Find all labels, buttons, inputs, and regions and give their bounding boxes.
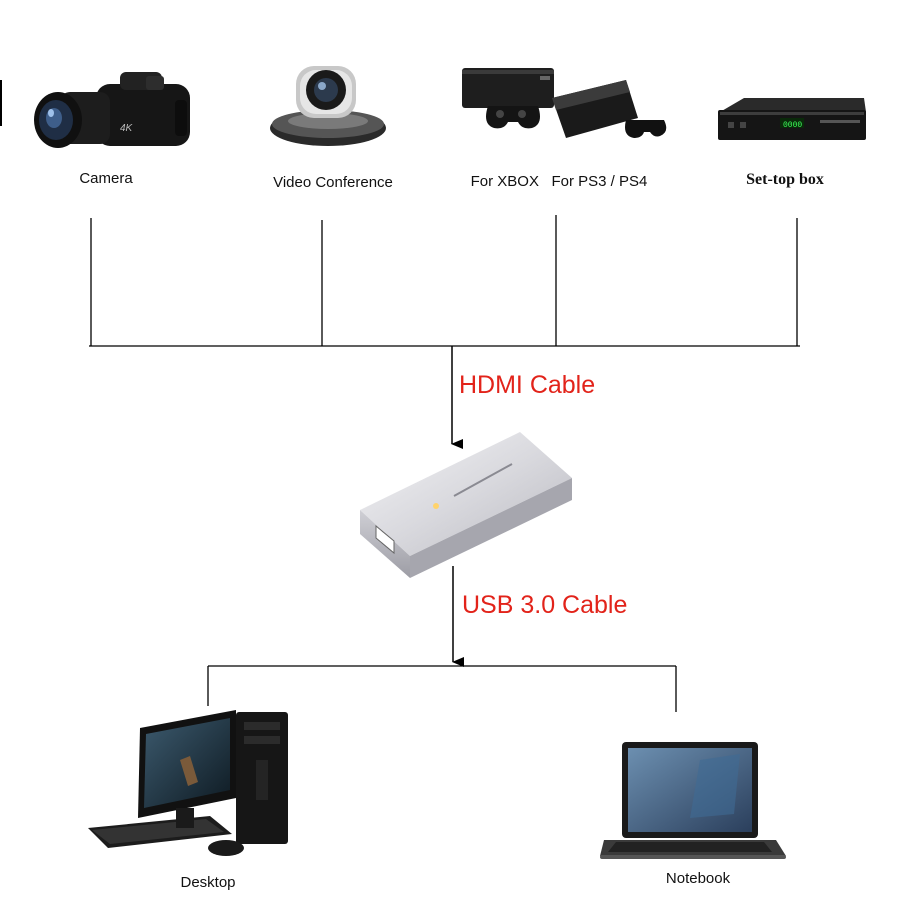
laptop-icon [600,742,786,859]
usb-cable-label: USB 3.0 Cable [462,591,627,620]
set-top-box-icon: 0000 [718,98,866,140]
target-bus [208,666,676,712]
camera-label: Camera [79,170,132,187]
video-conference-label: Video Conference [273,174,393,191]
capture-card-icon [360,432,572,578]
consoles-label: For XBOX For PS3 / PS4 [471,173,648,190]
desktop-label: Desktop [180,874,235,891]
game-console-icon [462,68,666,138]
camcorder-icon: 4K [34,72,190,148]
source-bus [89,215,800,346]
hdmi-cable-label: HDMI Cable [459,371,595,400]
desktop-computer-icon [88,710,288,856]
ptz-conference-camera-icon [270,66,386,146]
camcorder-badge: 4K [120,123,134,134]
set-top-box-label: Set-top box [746,171,824,189]
notebook-label: Notebook [666,870,730,887]
set-top-display: 0000 [783,121,802,130]
